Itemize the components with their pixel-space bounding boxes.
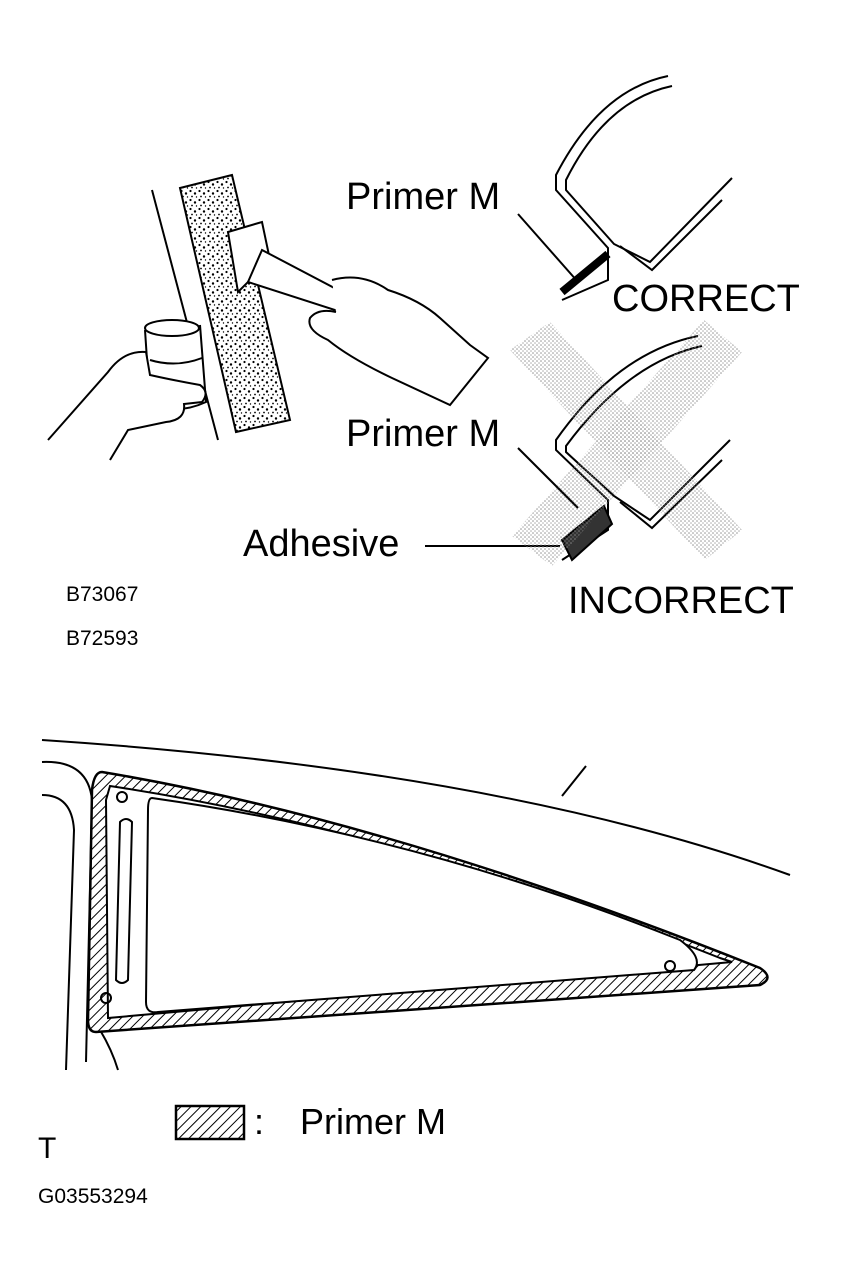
primer-m-label-incorrect: Primer M — [346, 413, 501, 455]
primer-layer-correct — [559, 250, 611, 296]
correct-status-label: CORRECT — [612, 278, 800, 320]
roof-line — [41, 739, 791, 876]
corner-mark: T — [38, 1132, 57, 1165]
adhesive-label: Adhesive — [243, 523, 400, 565]
incorrect-status-label: INCORRECT — [568, 580, 794, 622]
left-hand — [47, 350, 207, 461]
legend-label: Primer M — [300, 1101, 446, 1142]
body-panel-edge — [151, 189, 219, 441]
glass-opening — [144, 796, 698, 1014]
figure-code-3: G03553294 — [38, 1185, 148, 1208]
incorrect-cross-mark — [510, 320, 742, 566]
primer-m-label-correct: Primer M — [346, 176, 501, 218]
figure-code-2: B72593 — [66, 627, 139, 650]
legend-hatch-swatch — [174, 1104, 246, 1141]
correct-cross-section — [517, 75, 733, 301]
leader-primer-correct — [517, 213, 579, 283]
pillar-inner — [41, 794, 76, 1071]
pillar-inner-2 — [99, 1029, 119, 1071]
figure-code-1: B73067 — [66, 583, 139, 606]
quarter-window-diagram — [41, 739, 791, 1071]
speckled-primer-strip — [178, 173, 292, 434]
right-hand — [308, 276, 490, 407]
side-slot — [114, 818, 134, 984]
legend-separator: : — [254, 1101, 265, 1142]
primer-application-illustration — [47, 173, 490, 461]
